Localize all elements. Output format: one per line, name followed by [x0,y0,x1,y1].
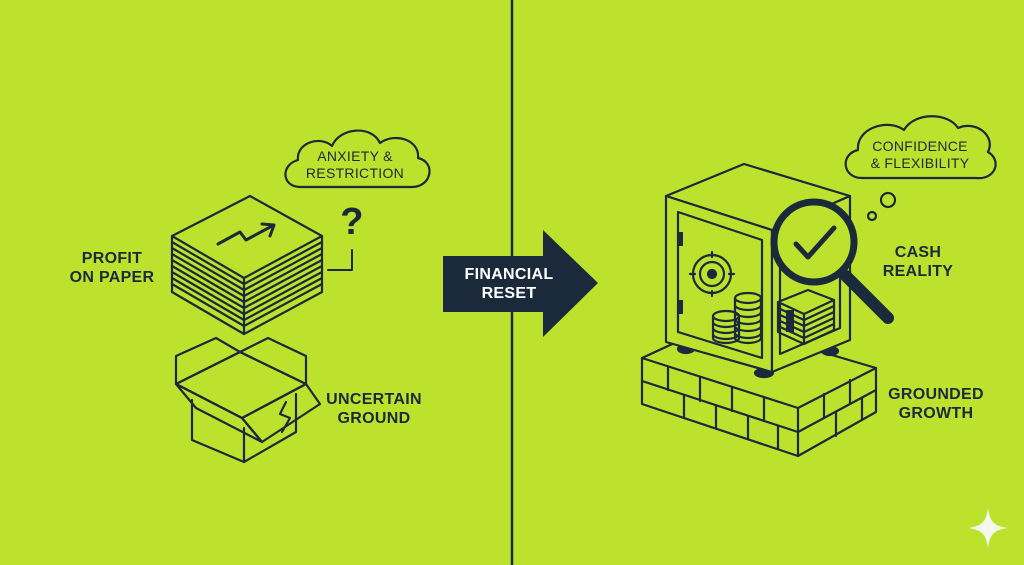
anxiety-restriction-cloud-text: ANXIETY & RESTRICTION [305,148,405,181]
thought-bubble-dot [879,191,897,209]
dial-icon [688,250,736,298]
cash-reality-label: CASH REALITY [882,244,954,280]
financial-reset-arrow [443,230,598,337]
financial-reset-label: FINANCIAL RESET [464,266,554,302]
question-mark: ? [340,201,364,243]
sparkle-icon [968,508,1008,548]
profit-on-paper-label: PROFIT ON PAPER [69,250,155,286]
thought-cloud-icon [284,129,431,189]
question-connector [327,249,353,271]
paper-stack-icon [170,194,324,336]
thought-bubble-dot [866,210,878,222]
cash-bundle-icon [776,288,836,346]
coin-stack-icon [711,291,763,345]
open-box-icon [174,336,322,464]
trend-arrow-icon [216,224,274,246]
thought-cloud-icon [844,115,997,180]
magnifying-glass-checkmark-icon [770,198,894,324]
grounded-growth-label: GROUNDED GROWTH [888,386,984,422]
confidence-flexibility-cloud-text: CONFIDENCE & FLEXIBILITY [870,138,970,171]
uncertain-ground-label: UNCERTAIN GROUND [326,391,422,427]
